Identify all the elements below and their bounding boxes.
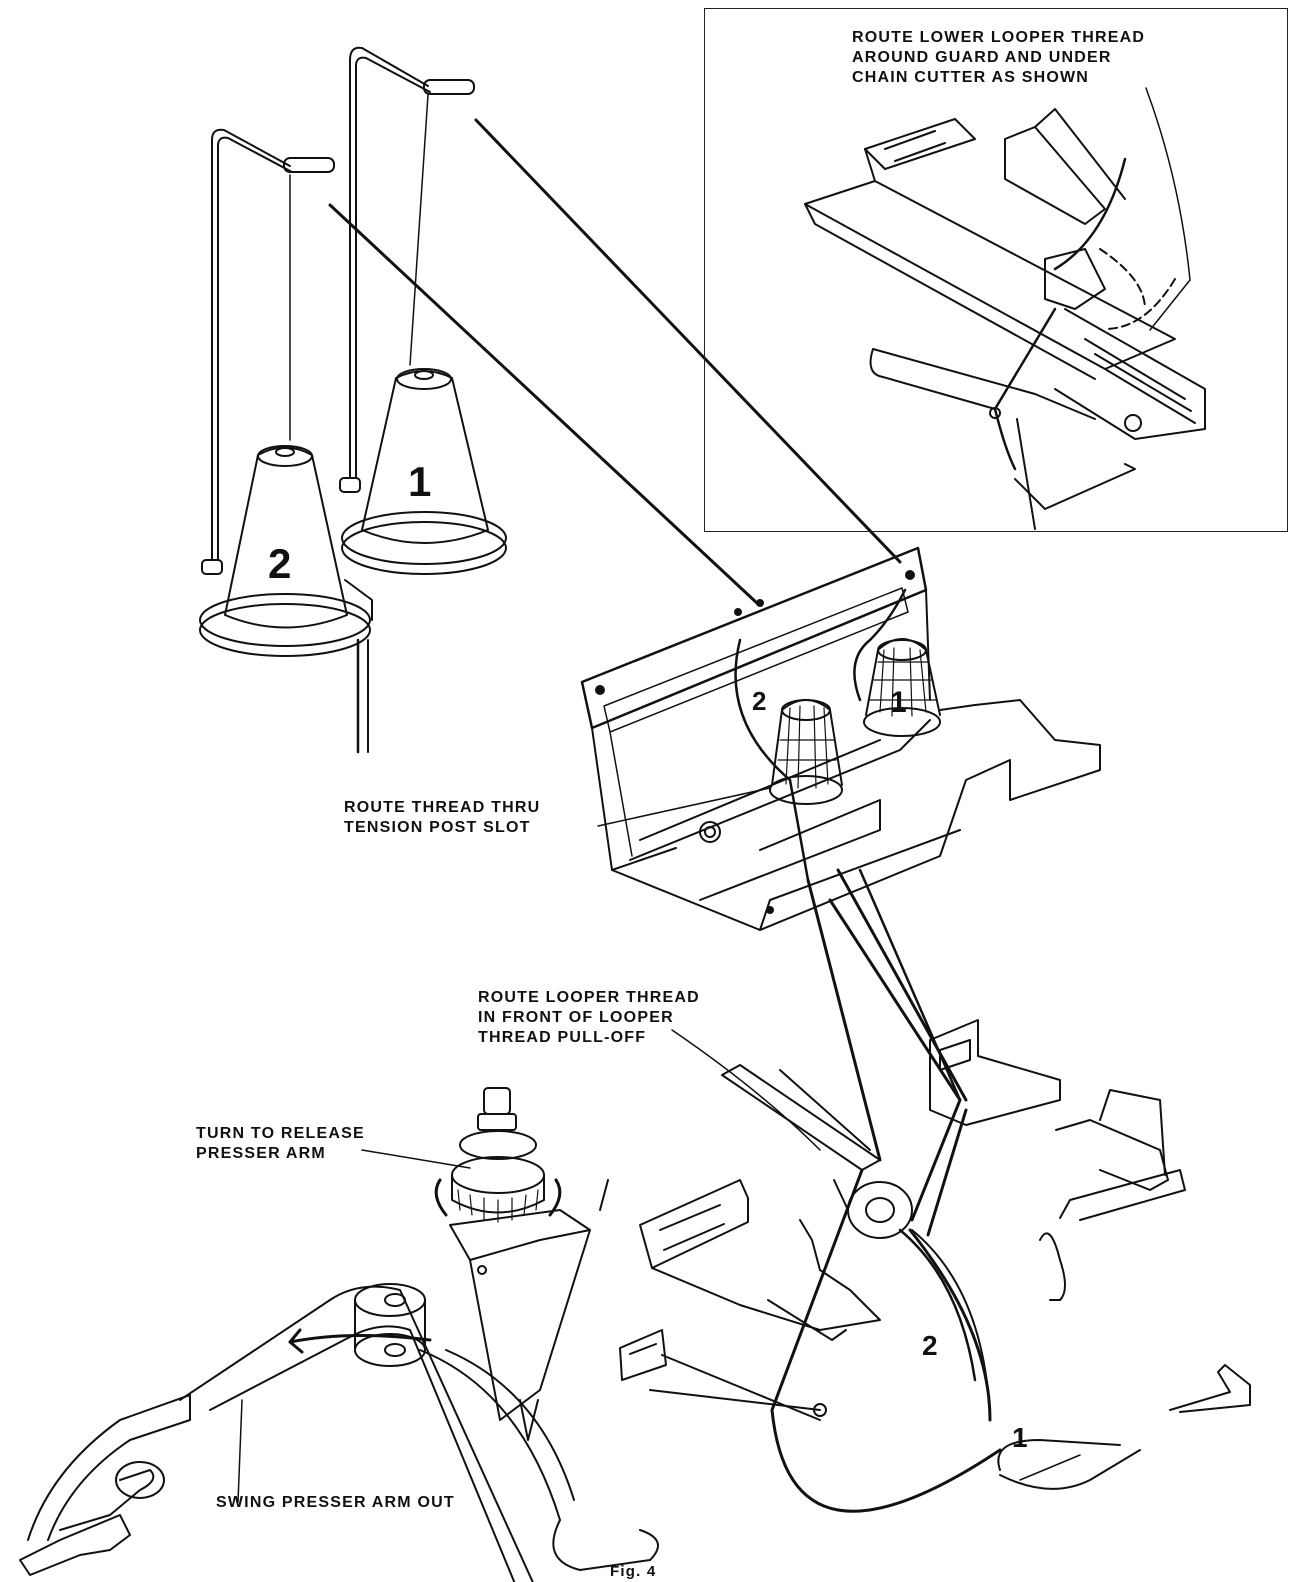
looper-threads (649, 868, 1002, 1513)
swing-arm-label: SWING PRESSER ARM OUT (216, 1494, 455, 1511)
looper-number-2: 2 (922, 1330, 938, 1361)
looper-assembly (619, 1019, 1251, 1490)
thread-cone-2 (199, 174, 371, 657)
looper-thread-label: ROUTE LOOPER THREAD IN FRONT OF LOOPER T… (478, 989, 700, 1046)
presser-knob (434, 1087, 609, 1441)
tension-dial-2 (769, 699, 843, 805)
thread-lines (328, 118, 907, 882)
dial-number-1: 1 (890, 686, 907, 719)
inset-chain-cutter-drawing (804, 108, 1206, 530)
thread-cone-1 (339, 94, 507, 621)
cone-number-1: 1 (408, 458, 432, 505)
tension-dial-1 (863, 638, 941, 737)
tension-post-label: ROUTE THREAD THRU TENSION POST SLOT (344, 799, 541, 836)
dial-number-2: 2 (752, 686, 767, 716)
inset-detail-frame (704, 8, 1288, 532)
cone-number-2: 2 (268, 540, 292, 587)
looper-number-1: 1 (1012, 1422, 1028, 1453)
thread-stand (211, 46, 475, 754)
figure-caption: Fig. 4 (610, 1563, 657, 1580)
leader-lines (237, 87, 1191, 1503)
tension-unit (580, 546, 1101, 931)
presser-arm (19, 1283, 659, 1582)
turn-release-label: TURN TO RELEASE PRESSER ARM (196, 1125, 365, 1162)
inset-note-label: ROUTE LOWER LOOPER THREAD AROUND GUARD A… (852, 29, 1146, 86)
